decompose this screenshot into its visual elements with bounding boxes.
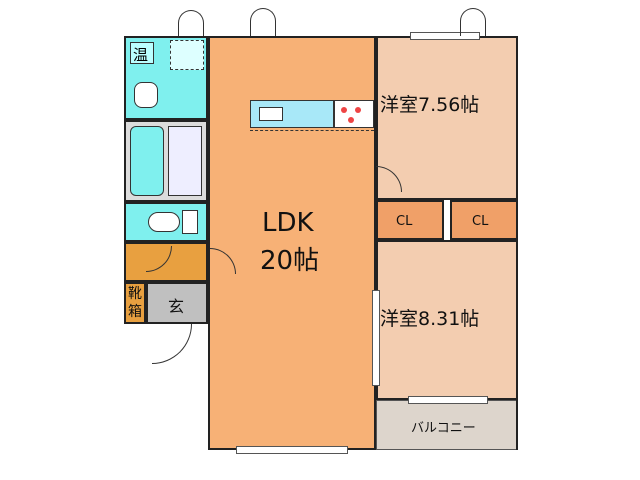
toilet-bowl-icon <box>148 212 180 232</box>
closet-right-label: CL <box>472 214 489 229</box>
ldk: LDK 20帖 <box>208 36 376 450</box>
toilet-tank-icon <box>182 210 198 234</box>
kitchen-counter <box>250 100 334 128</box>
window-ldk-south <box>236 446 348 454</box>
washroom-label-box: 温 <box>130 42 154 64</box>
balcony-wall <box>516 400 518 450</box>
window-bedroom-south <box>408 396 488 404</box>
ldk-name: LDK <box>262 208 314 238</box>
door-swing-washroom <box>178 10 204 36</box>
washbasin-icon <box>170 40 204 70</box>
bathroom <box>124 120 208 202</box>
door-swing-entrance <box>152 324 192 364</box>
balcony: バルコニー <box>376 400 518 450</box>
bedroom-south-label: 洋室8.31帖 <box>380 308 480 330</box>
sink-icon <box>259 107 283 121</box>
shoe-box: 靴箱 <box>124 282 146 324</box>
window-ldk-sliding <box>372 290 380 386</box>
counter-front-line <box>250 130 374 131</box>
stove-icon <box>334 100 374 128</box>
entrance-label: 玄 <box>168 297 185 316</box>
closet-left-label: CL <box>396 214 413 229</box>
bathtub-icon <box>130 126 164 196</box>
washroom: 温 <box>124 36 208 120</box>
door-swing-bedroom-north <box>460 8 486 36</box>
closet-left: CL <box>376 200 444 240</box>
bedroom-north: 洋室7.56帖 <box>376 36 518 200</box>
balcony-label: バルコニー <box>411 421 476 436</box>
bath-floor <box>168 126 202 196</box>
entrance: 玄 <box>146 282 208 324</box>
shoe-box-label: 靴箱 <box>128 286 142 320</box>
ldk-size: 20帖 <box>260 246 320 276</box>
door-swing-ldk-north <box>250 8 276 36</box>
toilet-icon <box>134 82 158 108</box>
bedroom-south: 洋室8.31帖 <box>376 240 518 400</box>
bedroom-north-label: 洋室7.56帖 <box>380 94 480 116</box>
toilet-room <box>124 202 208 242</box>
window-north-bedroom <box>410 32 480 40</box>
closet-right: CL <box>450 200 518 240</box>
washroom-label: 温 <box>133 46 149 64</box>
